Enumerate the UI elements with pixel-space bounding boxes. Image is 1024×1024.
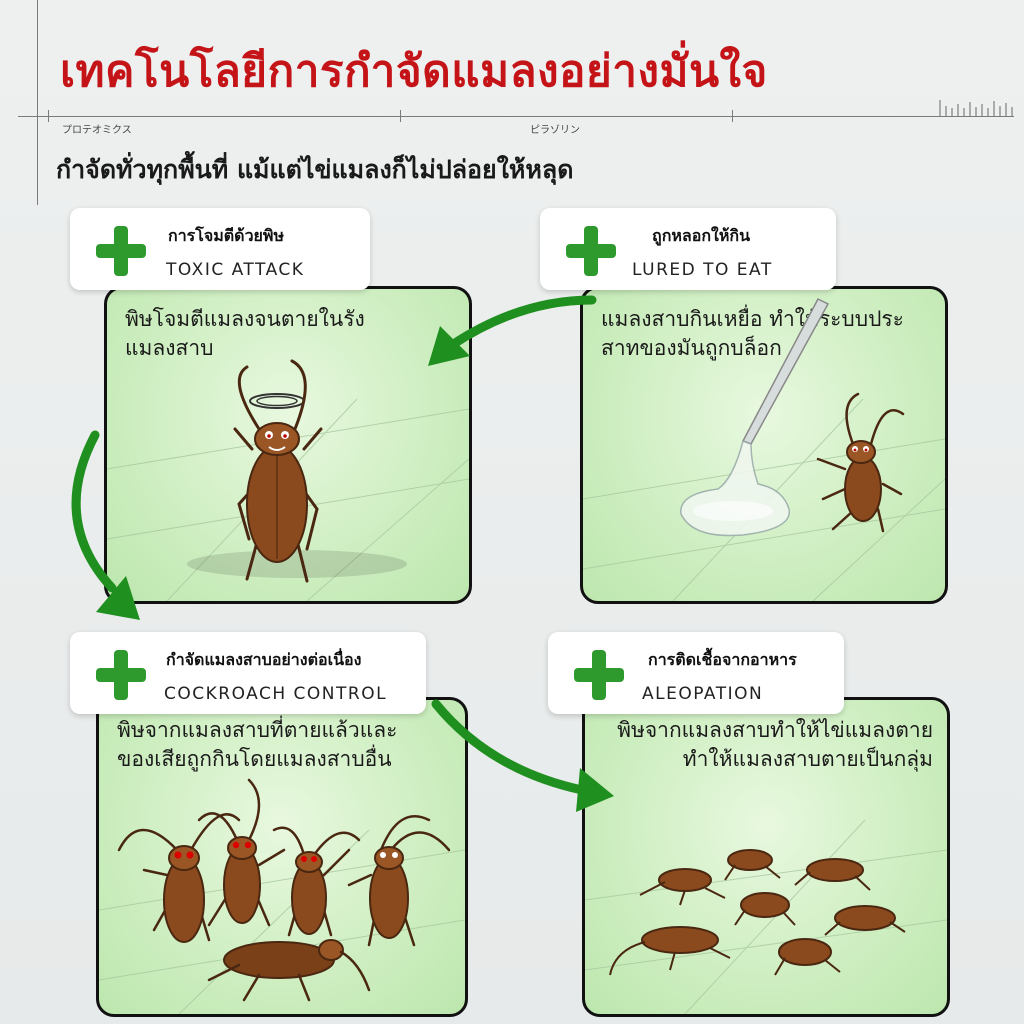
page-subtitle: กำจัดทั่วทุกพื้นที่ แม้แต่ไข่แมลงก็ไม่ปล…	[56, 155, 574, 184]
step-title-th: ถูกหลอกให้กิน	[652, 226, 751, 245]
panel-cockroach-control: พิษจากแมลงสาบที่ตายแล้วและ ของเสียถูกกิน…	[96, 697, 468, 1017]
plus-icon	[566, 226, 616, 276]
description-line: พิษจากแมลงสาบที่ตายแล้วและ	[117, 718, 398, 742]
ruler-label: ピラゾリン	[530, 125, 580, 136]
description-line: ทำให้แมลงสาบตายเป็นกลุ่ม	[682, 747, 933, 771]
description-line: พิษจากแมลงสาบทำให้ไข่แมลงตาย	[617, 718, 933, 742]
rule-tick	[732, 110, 733, 122]
description-line: ของเสียถูกกินโดยแมลงสาบอื่น	[117, 747, 392, 771]
bait-gel-icon	[680, 298, 830, 537]
step-title-th: กำจัดแมลงสาบอย่างต่อเนื่อง	[166, 650, 362, 669]
plus-icon	[96, 650, 146, 700]
rule-tick	[48, 110, 49, 122]
description-line: สาทของมันถูกบล็อก	[601, 336, 782, 360]
panel-lured-to-eat: แมลงสาบกินเหยื่อ ทำให้ระบบประ สาทของมันถ…	[580, 286, 948, 604]
step-title-th: การโจมตีด้วยพิษ	[168, 226, 285, 245]
scene-cockroach-control	[99, 778, 465, 1014]
rule-tick	[400, 110, 401, 122]
step-label-lured-to-eat: ถูกหลอกให้กิน LURED TO EAT	[540, 208, 836, 290]
cockroach-icon	[207, 939, 371, 1002]
step-description: พิษจากแมลงสาบทำให้ไข่แมลงตาย ทำให้แมลงสา…	[603, 716, 933, 774]
panel-aleopation: พิษจากแมลงสาบทำให้ไข่แมลงตาย ทำให้แมลงสา…	[582, 697, 950, 1017]
description-line: แมลงสาบ	[125, 336, 214, 360]
cockroach-icon	[347, 815, 451, 947]
description-line: พิษโจมตีแมลงจนตายในรัง	[125, 307, 365, 331]
horizontal-rule	[18, 116, 1014, 117]
vertical-rule	[37, 0, 38, 205]
scene-lured-to-eat	[583, 298, 945, 601]
description-line: แมลงสาบกินเหยื่อ ทำให้ระบบประ	[601, 307, 904, 331]
halo-icon	[249, 393, 305, 409]
cockroach-icon	[117, 813, 241, 943]
step-description: พิษโจมตีแมลงจนตายในรัง แมลงสาบ	[125, 305, 455, 363]
cockroach-icon	[734, 892, 796, 926]
scene-aleopation	[585, 819, 947, 1014]
cockroach-icon	[724, 849, 781, 881]
panel-toxic-attack: พิษโจมตีแมลงจนตายในรัง แมลงสาบ	[104, 286, 472, 604]
step-title-en: COCKROACH CONTROL	[164, 684, 388, 704]
step-label-cockroach-control: กำจัดแมลงสาบอย่างต่อเนื่อง COCKROACH CON…	[70, 632, 426, 714]
cockroach-icon	[774, 938, 841, 976]
scene-toxic-attack	[107, 359, 469, 601]
page-title: เทคโนโลยีการกำจัดแมลงอย่างมั่นใจ	[60, 46, 768, 97]
step-title-en: TOXIC ATTACK	[166, 260, 305, 280]
cockroach-icon	[197, 778, 286, 927]
step-description: พิษจากแมลงสาบที่ตายแล้วและ ของเสียถูกกิน…	[117, 716, 451, 774]
cockroach-icon	[816, 392, 905, 533]
step-title-en: ALEOPATION	[642, 684, 764, 704]
cockroach-icon	[609, 926, 731, 976]
ruler-scale	[939, 100, 1013, 116]
step-description: แมลงสาบกินเหยื่อ ทำให้ระบบประ สาทของมันถ…	[601, 305, 931, 363]
step-title-th: การติดเชื้อจากอาหาร	[648, 650, 797, 669]
cockroach-icon	[794, 858, 871, 891]
step-label-aleopation: การติดเชื้อจากอาหาร ALEOPATION	[548, 632, 844, 714]
cockroach-icon	[639, 868, 726, 906]
step-label-toxic-attack: การโจมตีด้วยพิษ TOXIC ATTACK	[70, 208, 370, 290]
step-title-en: LURED TO EAT	[632, 260, 773, 280]
cockroach-icon	[824, 905, 906, 936]
cockroach-icon	[272, 826, 361, 937]
plus-icon	[574, 650, 624, 700]
ruler-label: プロテオミクス	[62, 125, 132, 136]
plus-icon	[96, 226, 146, 276]
